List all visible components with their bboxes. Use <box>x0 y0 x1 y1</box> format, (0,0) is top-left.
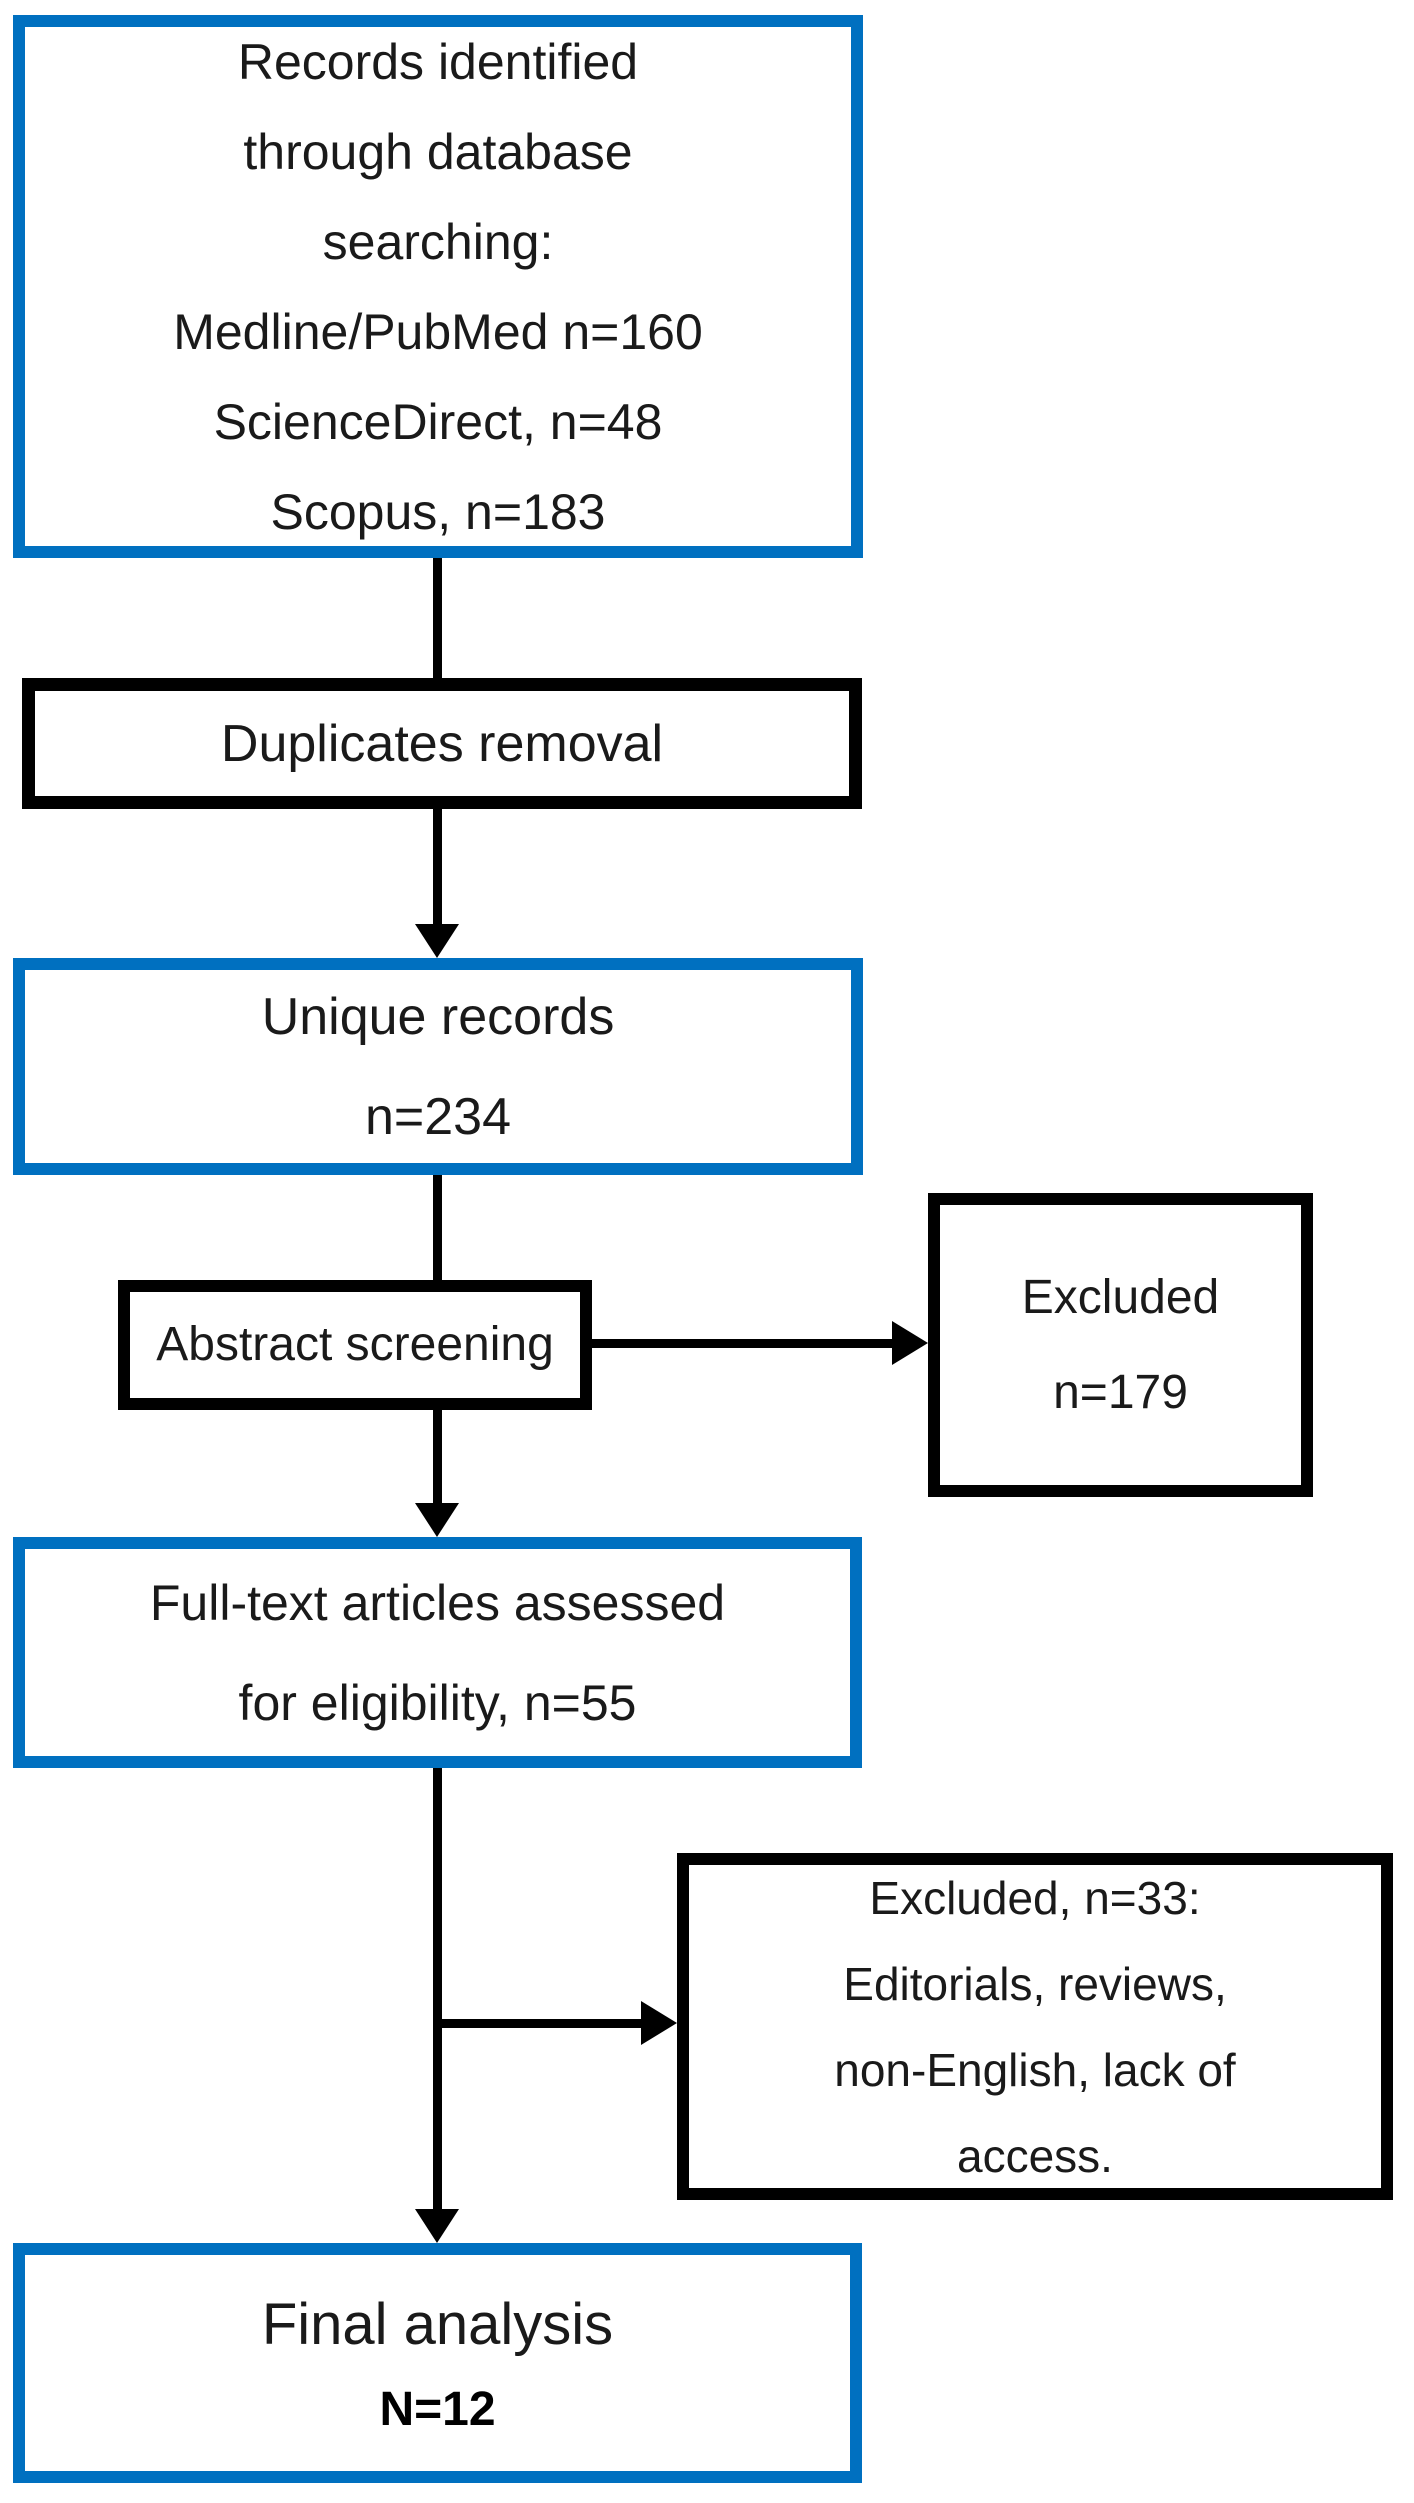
records-line-6: Scopus, n=183 <box>270 483 606 540</box>
records-identified-box: Records identified through database sear… <box>13 15 863 558</box>
arrowhead-fulltext-to-excluded <box>641 2001 677 2045</box>
fulltext-line-2: for eligibility, n=55 <box>238 1674 637 1731</box>
excluded-fulltext-box: Excluded, n=33: Editorials, reviews, non… <box>677 1853 1393 2200</box>
records-line-3: searching: <box>322 213 554 270</box>
connector-abstract-to-fulltext <box>433 1410 442 1504</box>
records-line-2: through database <box>243 123 633 180</box>
unique-line-2: n=234 <box>364 1087 512 1146</box>
records-line-5: ScienceDirect, n=48 <box>213 393 663 450</box>
excluded-fulltext-line-1: Excluded, n=33: <box>869 1871 1201 1924</box>
fulltext-line-1: Full-text articles assessed <box>149 1574 726 1631</box>
connector-fulltext-to-excluded <box>437 2019 645 2028</box>
unique-records-box: Unique records n=234 <box>13 958 863 1175</box>
records-line-1: Records identified <box>237 33 639 90</box>
arrowhead-abstract-to-fulltext <box>415 1503 459 1537</box>
duplicates-removal-box: Duplicates removal <box>22 678 862 809</box>
records-line-4: Medline/PubMed n=160 <box>173 303 703 360</box>
excluded-fulltext-line-2: Editorials, reviews, <box>843 1957 1227 2010</box>
arrowhead-abstract-to-excluded <box>892 1321 928 1365</box>
unique-line-1: Unique records <box>261 987 615 1046</box>
arrowhead-fulltext-to-final <box>415 2209 459 2243</box>
connector-records-to-duplicates <box>433 558 442 678</box>
abstract-label: Abstract screening <box>156 1318 554 1371</box>
excluded-abstract-line-1: Excluded <box>1021 1271 1220 1324</box>
connector-unique-to-abstract <box>433 1175 442 1280</box>
final-line-2: N=12 <box>379 2383 496 2436</box>
connector-fulltext-to-final <box>433 1768 442 2210</box>
connector-duplicates-to-unique <box>433 809 442 925</box>
arrowhead-duplicates-to-unique <box>415 924 459 958</box>
abstract-screening-box: Abstract screening <box>118 1280 592 1410</box>
fulltext-assessed-box: Full-text articles assessed for eligibil… <box>13 1537 862 1768</box>
duplicates-label: Duplicates removal <box>220 714 664 773</box>
final-line-1: Final analysis <box>261 2292 614 2357</box>
excluded-abstract-box: Excluded n=179 <box>928 1193 1313 1497</box>
excluded-fulltext-line-3: non-English, lack of <box>834 2043 1236 2096</box>
excluded-abstract-line-2: n=179 <box>1053 1366 1188 1419</box>
excluded-fulltext-line-4: access. <box>957 2129 1113 2182</box>
final-analysis-box: Final analysis N=12 <box>13 2243 862 2483</box>
connector-abstract-to-excluded <box>592 1339 896 1348</box>
